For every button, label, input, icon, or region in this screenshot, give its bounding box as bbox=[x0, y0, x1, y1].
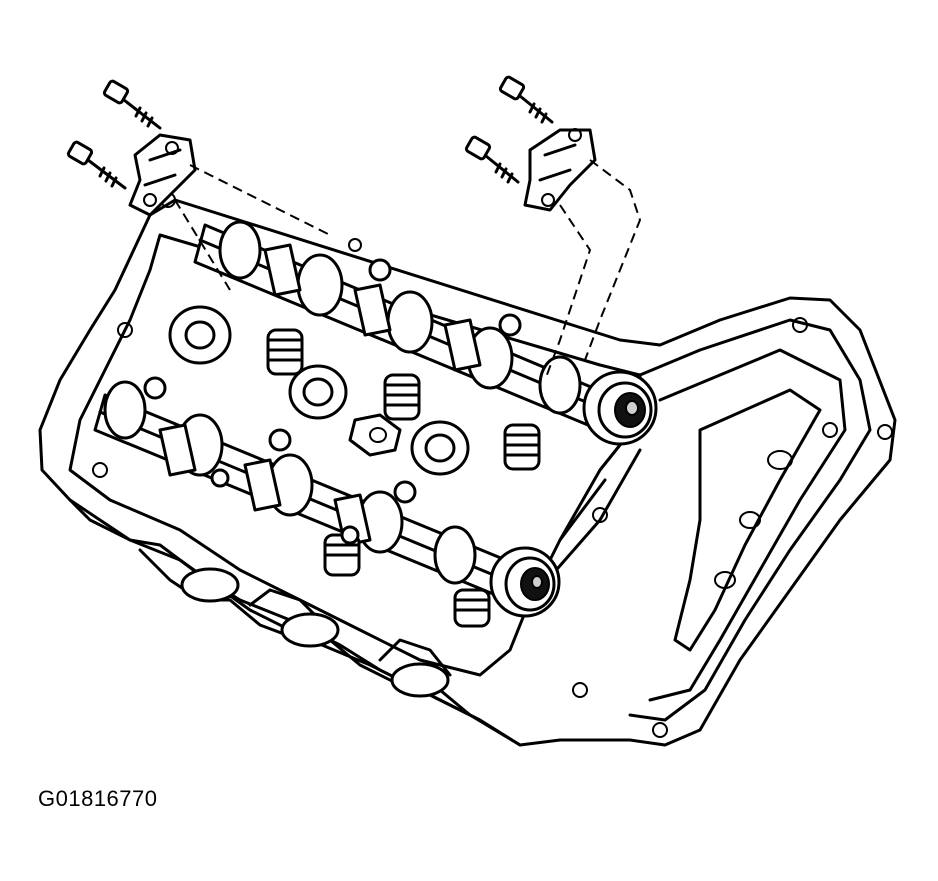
upper-camshaft bbox=[193, 220, 612, 432]
cap-bolt bbox=[66, 140, 127, 190]
cylinder-head-body bbox=[38, 198, 897, 747]
perimeter-holes bbox=[92, 192, 893, 738]
valve-spring bbox=[503, 423, 541, 471]
cap-bolt bbox=[464, 135, 520, 184]
cap-bolts bbox=[66, 75, 554, 190]
cap-bolt bbox=[102, 79, 162, 130]
lower-camshaft bbox=[93, 380, 532, 607]
lower-skirt bbox=[68, 498, 522, 747]
center-cutouts bbox=[168, 305, 470, 476]
bearing-cap-left bbox=[128, 133, 197, 217]
valve-spring bbox=[453, 588, 491, 628]
valve-spring bbox=[266, 328, 304, 376]
upper-cam-end bbox=[582, 370, 658, 446]
valve-spring bbox=[323, 533, 361, 577]
lower-cam-end bbox=[489, 546, 561, 618]
figure-code: G01816770 bbox=[38, 786, 158, 811]
valve-spring bbox=[383, 373, 421, 421]
alignment-lines bbox=[174, 159, 642, 381]
cap-bolt bbox=[498, 75, 554, 124]
head-bolts bbox=[143, 258, 522, 545]
valve-springs bbox=[266, 328, 541, 628]
bearing-cap-right bbox=[523, 128, 597, 212]
